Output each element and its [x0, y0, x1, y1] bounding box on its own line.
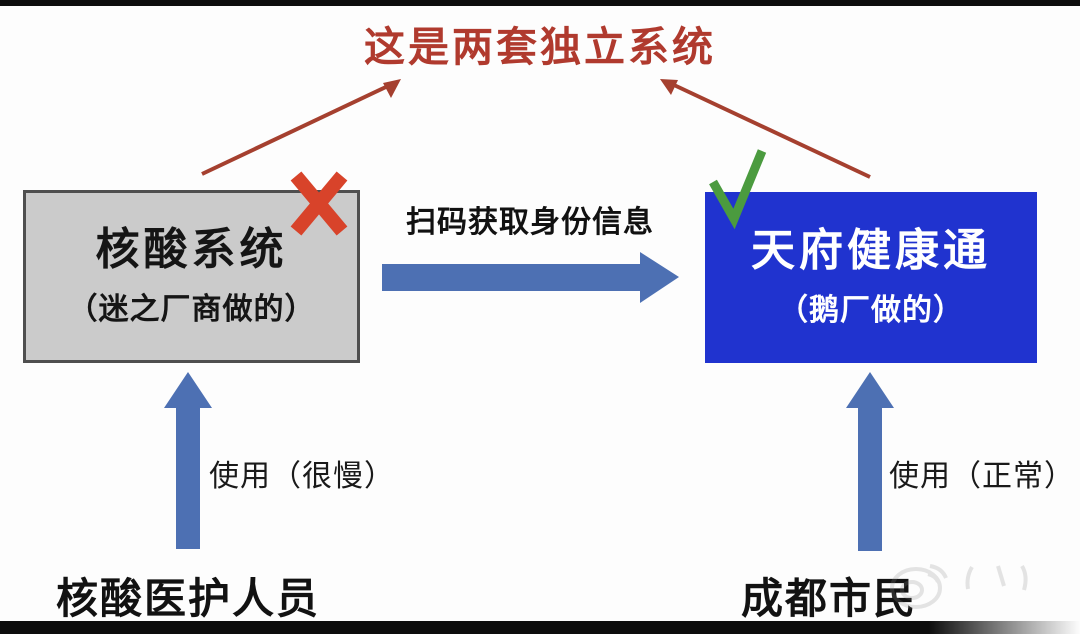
actor-medical-staff: 核酸医护人员: [56, 575, 321, 622]
up-arrow-left: [164, 372, 212, 549]
scan-arrow-label: 扫码获取身份信息: [406, 206, 654, 239]
red-arrow-left: [201, 79, 401, 176]
health-pass-title: 天府健康通: [751, 226, 991, 276]
diagram-title: 这是两套独立系统: [364, 24, 716, 70]
top-bar: [0, 0, 1080, 6]
nucleic-system-subtitle: （迷之厂商做的）: [67, 292, 316, 326]
actor-citizens: 成都市民: [741, 575, 918, 622]
nucleic-system-box: 核酸系统 （迷之厂商做的）: [23, 190, 360, 363]
use-normal-label: 使用（正常）: [889, 460, 1075, 493]
up-arrow-right: [846, 372, 894, 551]
scan-arrow: [382, 252, 679, 303]
use-slow-label: 使用（很慢）: [209, 460, 395, 493]
health-pass-subtitle: （鹅厂做的）: [778, 293, 964, 327]
bottom-bar: [0, 621, 1080, 634]
health-pass-box: 天府健康通 （鹅厂做的）: [705, 192, 1037, 363]
red-arrow-right: [660, 79, 871, 179]
nucleic-system-title: 核酸系统: [95, 225, 288, 275]
